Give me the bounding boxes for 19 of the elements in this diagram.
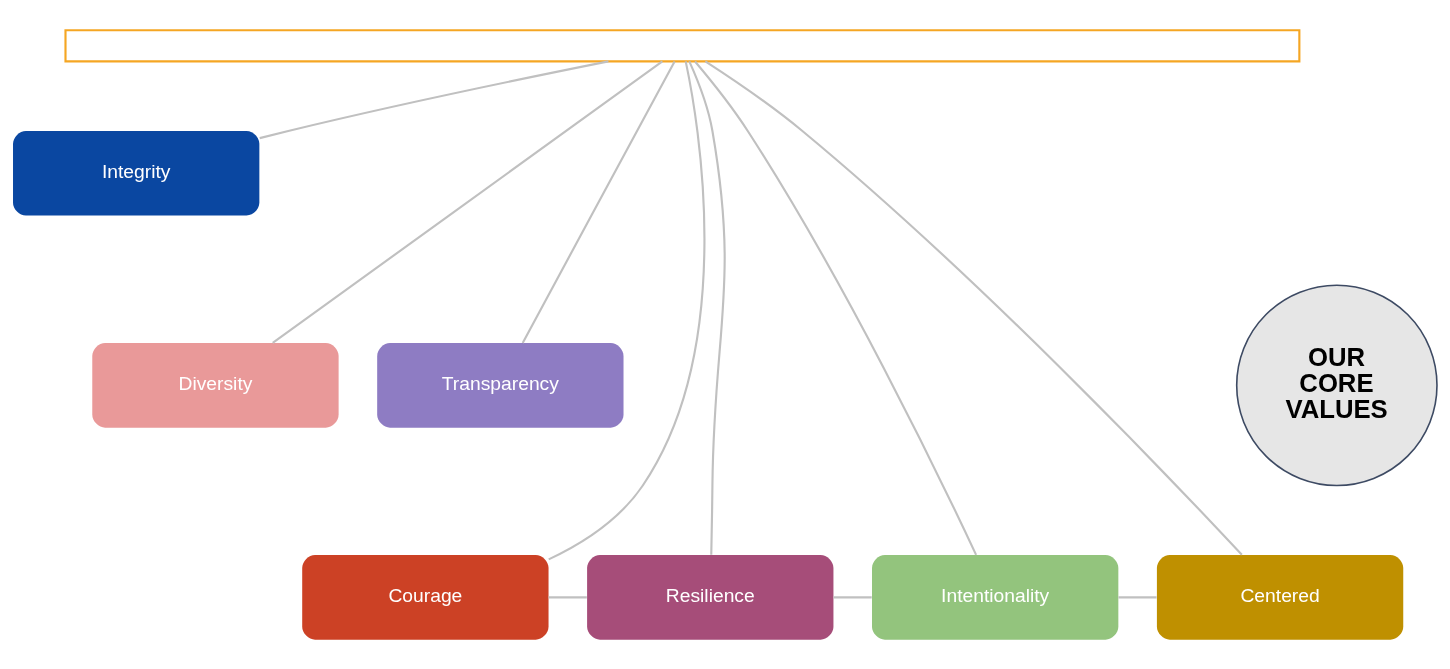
connector [259, 59, 609, 139]
connector [694, 60, 978, 555]
node-box: Resilience [587, 554, 834, 640]
connector [1118, 595, 1157, 598]
node-box: Diversity [92, 342, 339, 428]
connector [704, 59, 1243, 556]
connector [688, 60, 726, 555]
node-box: Intentionality [872, 554, 1119, 640]
connector [833, 595, 872, 598]
node-box: Transparency [377, 342, 624, 428]
node-circle: OUR CORE VALUES [1235, 283, 1438, 486]
node-box: Courage [302, 554, 549, 640]
connector [521, 60, 676, 343]
node-box [64, 28, 1301, 62]
node-box: Integrity [13, 130, 260, 216]
connector [548, 595, 587, 598]
connector [272, 60, 663, 344]
connector [548, 60, 706, 560]
node-box: Centered [1156, 554, 1404, 640]
